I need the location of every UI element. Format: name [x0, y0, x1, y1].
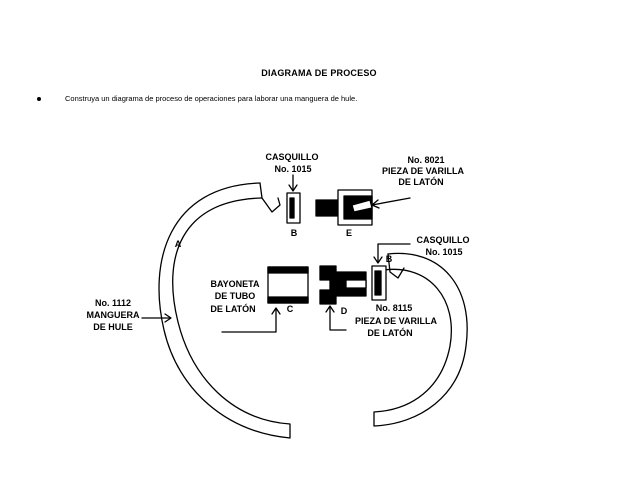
arrow-pieza-d [325, 305, 347, 331]
label-letter-b-top: B [291, 228, 298, 238]
label-manguera-2: MANGUERA [87, 310, 140, 320]
label-letter-d: D [341, 306, 348, 316]
label-casquillo-top-1: CASQUILLO [266, 152, 319, 162]
label-casquillo-right-2: No. 1015 [425, 247, 462, 257]
pieza-d [319, 265, 367, 305]
label-bayoneta-1: BAYONETA [210, 279, 260, 289]
label-manguera-1: No. 1112 [95, 298, 131, 308]
label-pieza-top-1: No. 8021 [407, 155, 444, 165]
arrow-manguera [141, 313, 172, 323]
instruction-text: Construya un diagrama de proceso de oper… [65, 94, 358, 103]
document-title: DIAGRAMA DE PROCESO [261, 68, 377, 78]
label-bayoneta-3: DE LATÓN [210, 303, 255, 314]
bayoneta-c [267, 266, 309, 304]
label-pieza-top-3: DE LATÓN [398, 176, 443, 187]
arrow-bayoneta [221, 307, 281, 333]
label-pieza-bottom-2: PIEZA DE VARILLA [355, 316, 438, 326]
instruction-item: Construya un diagrama de proceso de oper… [37, 94, 357, 103]
label-bayoneta-2: DE TUBO [215, 291, 256, 301]
label-pieza-bottom-3: DE LATÓN [367, 327, 412, 338]
hose-right-end [387, 253, 405, 279]
label-letter-c: C [287, 304, 294, 314]
arrow-casquillo-right [373, 243, 411, 264]
label-letter-b-right: B [386, 254, 393, 264]
label-letter-a: A [175, 239, 182, 249]
bullet-icon [37, 96, 41, 101]
arrow-pieza-top [371, 197, 411, 209]
label-pieza-top-2: PIEZA DE VARILLA [382, 166, 465, 176]
casquillo-right [371, 265, 387, 301]
casquillo-top [286, 192, 301, 224]
hose-left-end [259, 182, 281, 213]
arrow-casquillo-top [288, 174, 298, 192]
label-pieza-bottom-1: No. 8115 [376, 303, 413, 313]
label-letter-e: E [346, 228, 352, 238]
label-casquillo-top-2: No. 1015 [274, 164, 311, 174]
hose-left [158, 182, 291, 439]
hose-right [373, 252, 468, 427]
label-manguera-3: DE HULE [93, 322, 133, 332]
label-casquillo-right-1: CASQUILLO [417, 235, 470, 245]
pieza-e [315, 189, 373, 226]
